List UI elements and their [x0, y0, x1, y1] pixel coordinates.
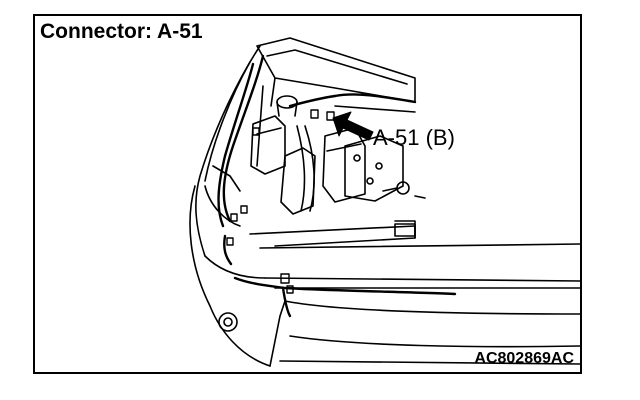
arrow-icon	[332, 111, 374, 141]
callout-label: A-51 (B)	[373, 125, 455, 150]
wiring-harness	[217, 54, 457, 318]
front-bumper	[189, 185, 580, 367]
hood-prop-rod	[256, 85, 264, 167]
figure-code: AC802869AC	[474, 350, 574, 367]
radiator-support	[249, 220, 580, 249]
engine-bay-drawing	[189, 37, 580, 367]
diagram-frame: Connector: A-51 A-51 (B) AC802869AC	[33, 14, 582, 374]
connectors	[226, 109, 335, 294]
connector-icon	[310, 109, 319, 119]
fog-lamp	[218, 312, 238, 332]
page-title: Connector: A-51	[40, 20, 203, 43]
engine-components	[250, 95, 426, 215]
